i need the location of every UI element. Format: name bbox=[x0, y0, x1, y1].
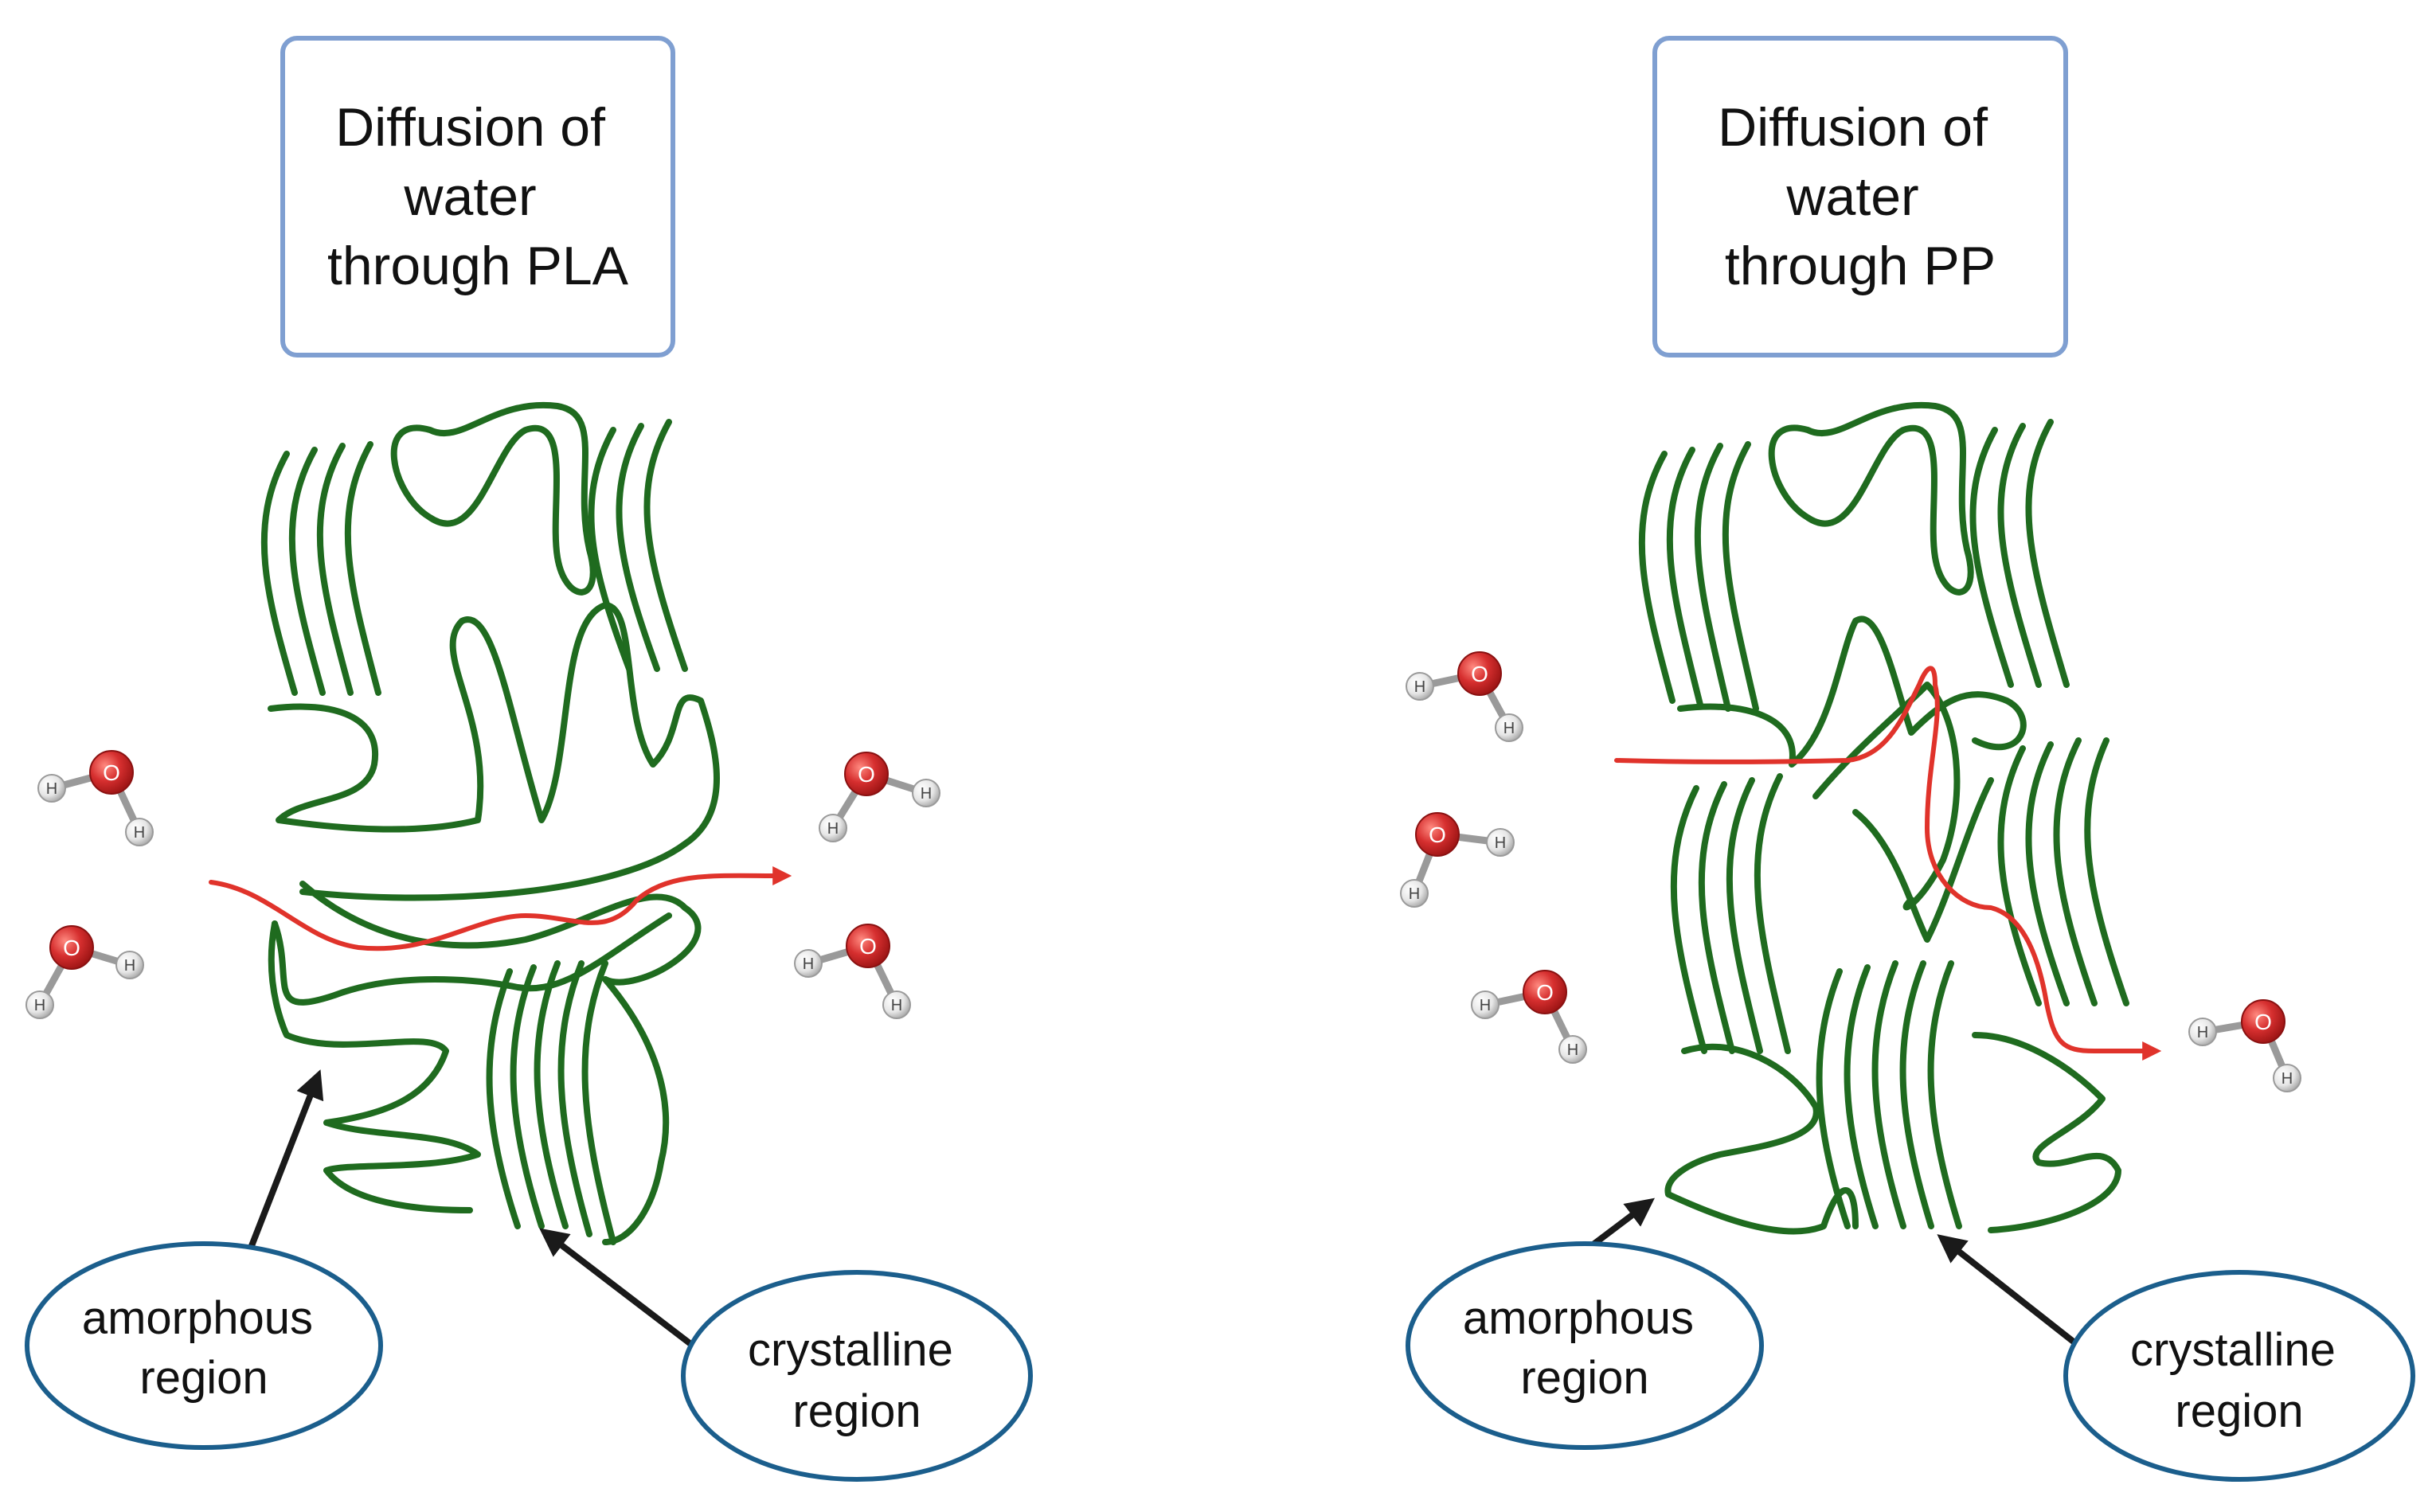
hydrogen-symbol: H bbox=[1503, 720, 1515, 737]
hydrogen-symbol: H bbox=[1480, 997, 1491, 1014]
oxygen-atom bbox=[844, 752, 889, 796]
hydrogen-atom bbox=[125, 818, 154, 846]
water-molecule-pla-1: H H O bbox=[37, 750, 154, 846]
hydrogen-symbol: H bbox=[34, 997, 45, 1014]
hydrogen-atom bbox=[794, 949, 823, 978]
crystalline-oval-pla bbox=[681, 1270, 1033, 1482]
hydrogen-symbol: H bbox=[803, 955, 814, 973]
oxygen-atom bbox=[89, 750, 134, 795]
oxygen-symbol: O bbox=[1429, 822, 1446, 847]
hydrogen-atom bbox=[1495, 713, 1523, 742]
water-molecule-pp-4: H H O bbox=[2188, 999, 2301, 1092]
hydrogen-symbol: H bbox=[2282, 1070, 2293, 1088]
hydrogen-atom bbox=[2188, 1018, 2217, 1046]
panel-pp: Diffusion of water through PP bbox=[1400, 36, 2415, 1482]
oxygen-atom bbox=[49, 925, 94, 970]
water-molecule-pla-3: H H O bbox=[819, 752, 940, 842]
hydrogen-atom bbox=[1400, 879, 1429, 908]
water-flow-arrow-pp bbox=[1614, 666, 2162, 1061]
hydrogen-atom bbox=[1486, 828, 1515, 857]
pointer-arrow-crystalline-pla bbox=[539, 1228, 696, 1349]
water-molecule-pp-3: H H O bbox=[1471, 970, 1587, 1064]
oxygen-atom bbox=[1523, 970, 1567, 1014]
hydrogen-symbol: H bbox=[921, 785, 932, 803]
hydrogen-symbol: H bbox=[1409, 885, 1420, 903]
amorphous-oval-pp bbox=[1406, 1241, 1764, 1450]
hydrogen-atom bbox=[1558, 1035, 1587, 1064]
polymer-structure-pla bbox=[260, 401, 720, 1245]
hydrogen-symbol: H bbox=[124, 957, 135, 975]
crystalline-label-pp: crystalline region bbox=[2130, 1324, 2348, 1437]
hydrogen-symbol: H bbox=[891, 997, 902, 1014]
polymer-structure-pp bbox=[1638, 401, 2129, 1235]
title-box-pla bbox=[280, 36, 675, 357]
title-box-pp bbox=[1652, 36, 2068, 357]
hydrogen-atom bbox=[37, 774, 66, 803]
oxygen-symbol: O bbox=[859, 934, 877, 959]
oxygen-symbol: O bbox=[63, 936, 80, 960]
oxygen-symbol: O bbox=[858, 762, 875, 787]
title-pp: Diffusion of water through PP bbox=[1718, 97, 2003, 296]
water-molecule-pla-2: H H O bbox=[25, 925, 144, 1019]
oxygen-symbol: O bbox=[1471, 662, 1488, 686]
hydrogen-symbol: H bbox=[46, 780, 57, 798]
hydrogen-atom bbox=[819, 814, 847, 842]
oxygen-atom bbox=[846, 924, 890, 968]
hydrogen-symbol: H bbox=[1567, 1041, 1578, 1059]
crystalline-oval-pp bbox=[2063, 1270, 2415, 1482]
panel-pla: Diffusion of water through PLA bbox=[25, 36, 1033, 1482]
amorphous-label-pla: amorphous region bbox=[82, 1292, 326, 1404]
hydrogen-atom bbox=[2273, 1064, 2301, 1092]
hydrogen-symbol: H bbox=[1495, 834, 1506, 852]
oxygen-symbol: O bbox=[103, 760, 120, 785]
oxygen-atom bbox=[1415, 812, 1460, 857]
water-flow-arrow-pla bbox=[209, 865, 792, 951]
oxygen-symbol: O bbox=[1536, 980, 1554, 1005]
hydrogen-atom bbox=[1406, 672, 1434, 701]
hydrogen-symbol: H bbox=[827, 820, 839, 838]
oxygen-symbol: O bbox=[2254, 1010, 2272, 1034]
oxygen-atom bbox=[2241, 999, 2285, 1044]
pointer-arrow-crystalline-pp bbox=[1937, 1234, 2082, 1349]
crystalline-label-pla: crystalline region bbox=[748, 1324, 966, 1437]
hydrogen-atom bbox=[25, 990, 54, 1019]
hydrogen-atom bbox=[882, 990, 911, 1019]
water-molecule-pp-1: H H O bbox=[1406, 651, 1523, 742]
water-molecule-pp-2: H H O bbox=[1400, 812, 1515, 908]
title-pla: Diffusion of water through PLA bbox=[327, 97, 629, 296]
hydrogen-symbol: H bbox=[2197, 1024, 2208, 1041]
amorphous-label-pp: amorphous region bbox=[1463, 1292, 1707, 1404]
amorphous-oval-pla bbox=[25, 1241, 383, 1450]
hydrogen-symbol: H bbox=[134, 824, 145, 842]
hydrogen-atom bbox=[1471, 990, 1500, 1019]
hydrogen-atom bbox=[115, 951, 144, 979]
hydrogen-atom bbox=[912, 779, 940, 807]
pointer-arrow-amorphous-pla bbox=[244, 1069, 324, 1261]
water-molecule-pla-4: H H O bbox=[794, 924, 911, 1019]
oxygen-atom bbox=[1457, 651, 1502, 696]
hydrogen-symbol: H bbox=[1414, 678, 1425, 696]
